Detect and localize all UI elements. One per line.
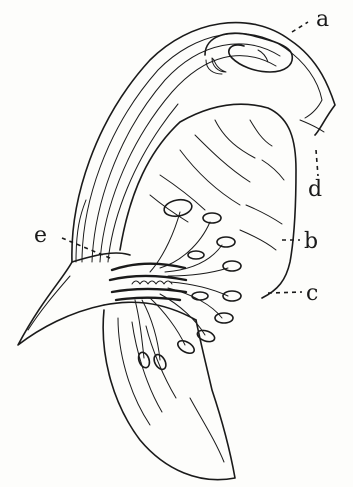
- receptacle: [72, 253, 196, 320]
- broad-petal: [120, 104, 296, 298]
- lower-petal: [103, 310, 235, 480]
- label-d: d: [308, 177, 322, 202]
- label-e: e: [34, 223, 47, 248]
- label-c: c: [306, 281, 318, 306]
- label-b: b: [304, 229, 318, 254]
- curled-style-tip: [205, 33, 292, 74]
- left-sepal: [18, 262, 104, 345]
- hood-petal: [72, 23, 335, 262]
- label-a: a: [316, 7, 329, 32]
